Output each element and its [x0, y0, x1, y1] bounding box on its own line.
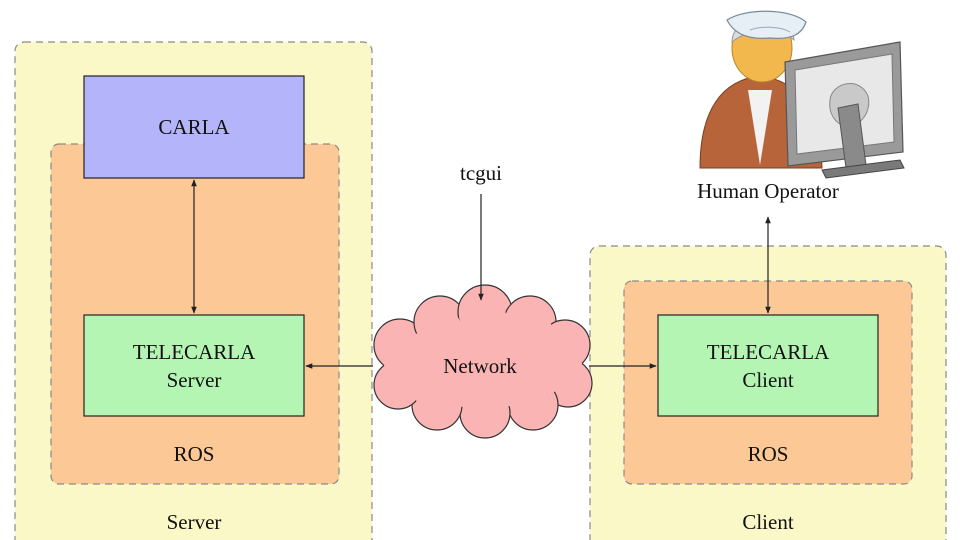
human-operator-icon	[699, 10, 905, 179]
telecarla-server-line1: TELECARLA	[132, 339, 256, 364]
server-zone-label: Server	[166, 510, 222, 534]
carla-label: CARLA	[84, 76, 304, 178]
telecarla-server-block	[83, 314, 305, 417]
telecarla-client-line1: TELECARLA	[706, 339, 830, 364]
telecarla-server-label: TELECARLA Server	[84, 315, 304, 416]
carla-text: CARLA	[158, 115, 230, 139]
network-label: Network	[443, 354, 517, 378]
client-ros-label: ROS	[747, 442, 789, 466]
human-operator-label: Human Operator	[697, 179, 839, 203]
client-zone-label: Client	[742, 510, 794, 534]
server-ros-label: ROS	[173, 442, 215, 466]
network-cloud	[373, 284, 593, 439]
server-ros-zone	[50, 143, 340, 485]
telecarla-client-block	[657, 314, 879, 417]
telecarla-client-label: TELECARLA Client	[658, 315, 878, 416]
telecarla-client-line2: Client	[742, 367, 794, 392]
telecarla-server-line2: Server	[166, 367, 222, 392]
tcgui-label: tcgui	[460, 161, 502, 185]
carla-block	[83, 75, 305, 179]
